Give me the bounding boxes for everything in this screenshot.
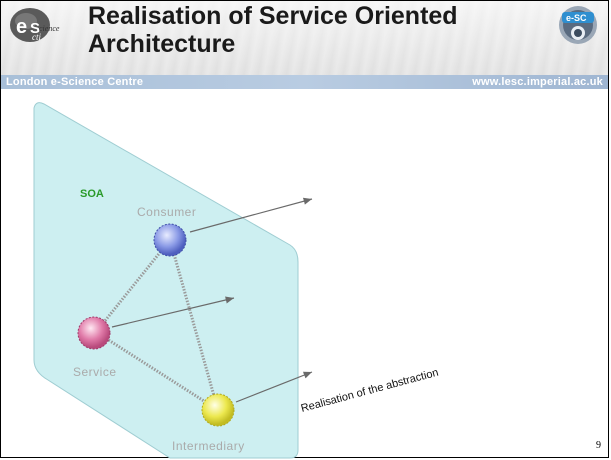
intermediary-arrow <box>235 371 313 403</box>
organization-label: London e-Science Centre <box>6 76 144 88</box>
slide-header <box>1 1 608 89</box>
header-band <box>1 75 608 89</box>
consumer-intermediary-link <box>168 239 220 411</box>
soa-diagram: SOA Consumer Service Intermediary Realis… <box>33 102 440 459</box>
intermediary-node <box>201 393 235 427</box>
svg-text:e: e <box>16 16 27 38</box>
svg-text:S: S <box>30 20 40 37</box>
page-number: 9 <box>596 440 601 451</box>
intermediary-label: Intermediary <box>172 439 245 453</box>
service-label: Service <box>73 365 117 379</box>
connections <box>94 239 220 412</box>
lesc-logo-icon: e-SC <box>559 6 597 44</box>
svg-text:cti: cti <box>32 32 41 42</box>
svg-text:e-SC: e-SC <box>566 13 587 23</box>
service-intermediary-link <box>95 330 219 412</box>
svg-text:cience: cience <box>39 24 60 33</box>
website-label: www.lesc.imperial.ac.uk <box>472 76 603 88</box>
soa-label: SOA <box>80 188 104 200</box>
consumer-label: Consumer <box>137 205 196 219</box>
service-arrow <box>111 296 235 328</box>
consumer-node <box>153 223 187 257</box>
realisation-label: Realisation of the abstraction <box>300 367 440 415</box>
realisation-arrows <box>111 197 313 403</box>
consumer-arrow <box>189 197 313 233</box>
slide-title: Realisation of Service Oriented Architec… <box>88 2 458 58</box>
soa-plane <box>33 102 299 459</box>
header-texture <box>1 1 608 75</box>
escience-logo-icon: e S cience cti <box>10 8 60 42</box>
service-node <box>77 316 111 350</box>
